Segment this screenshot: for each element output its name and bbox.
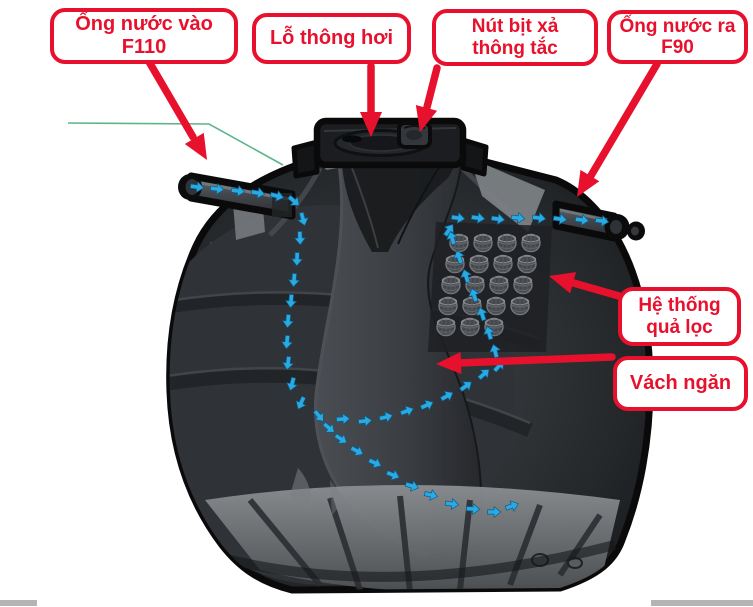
leader-arrows bbox=[144, 56, 661, 375]
inlet-pipe bbox=[178, 172, 296, 220]
vent-hole bbox=[342, 135, 362, 143]
page-edge-left bbox=[0, 600, 37, 606]
label-filter-system: Hệ thống quả lọc bbox=[618, 287, 741, 346]
label-baffle-wall: Vách ngăn bbox=[613, 356, 748, 411]
label-plug-line1: Nút bịt xả bbox=[471, 16, 559, 38]
label-drain-plug: Nút bịt xả thông tắc bbox=[432, 9, 598, 66]
label-vent-hole: Lỗ thông hơi bbox=[252, 13, 411, 64]
leader-arrow-outlet bbox=[585, 60, 661, 183]
label-plug-line2: thông tắc bbox=[472, 37, 558, 59]
label-filter-line2: quả lọc bbox=[646, 316, 713, 338]
label-inlet-line1: Ống nước vào bbox=[75, 13, 213, 36]
page-edge-right bbox=[651, 600, 753, 606]
label-inlet-line2: F110 bbox=[121, 36, 167, 58]
tank-body bbox=[166, 154, 654, 594]
label-baffle-line1: Vách ngăn bbox=[629, 372, 732, 395]
label-outlet-line1: Ống nước ra bbox=[619, 15, 736, 37]
label-inlet-pipe: Ống nước vào F110 bbox=[50, 8, 238, 64]
leader-arrow-filter bbox=[566, 278, 623, 300]
drain-plug bbox=[397, 121, 432, 149]
leader-arrow-baffle bbox=[454, 353, 616, 367]
leader-line-green bbox=[67, 122, 284, 166]
leader-arrow-plug bbox=[421, 64, 441, 119]
label-outlet-line2: F90 bbox=[661, 37, 694, 58]
label-outlet-pipe: Ống nước ra F90 bbox=[607, 10, 748, 64]
label-filter-line1: Hệ thống bbox=[638, 295, 721, 317]
label-vent-line1: Lỗ thông hơi bbox=[269, 27, 394, 50]
leader-arrow-inlet bbox=[144, 56, 197, 141]
manhole-neck bbox=[291, 117, 489, 179]
